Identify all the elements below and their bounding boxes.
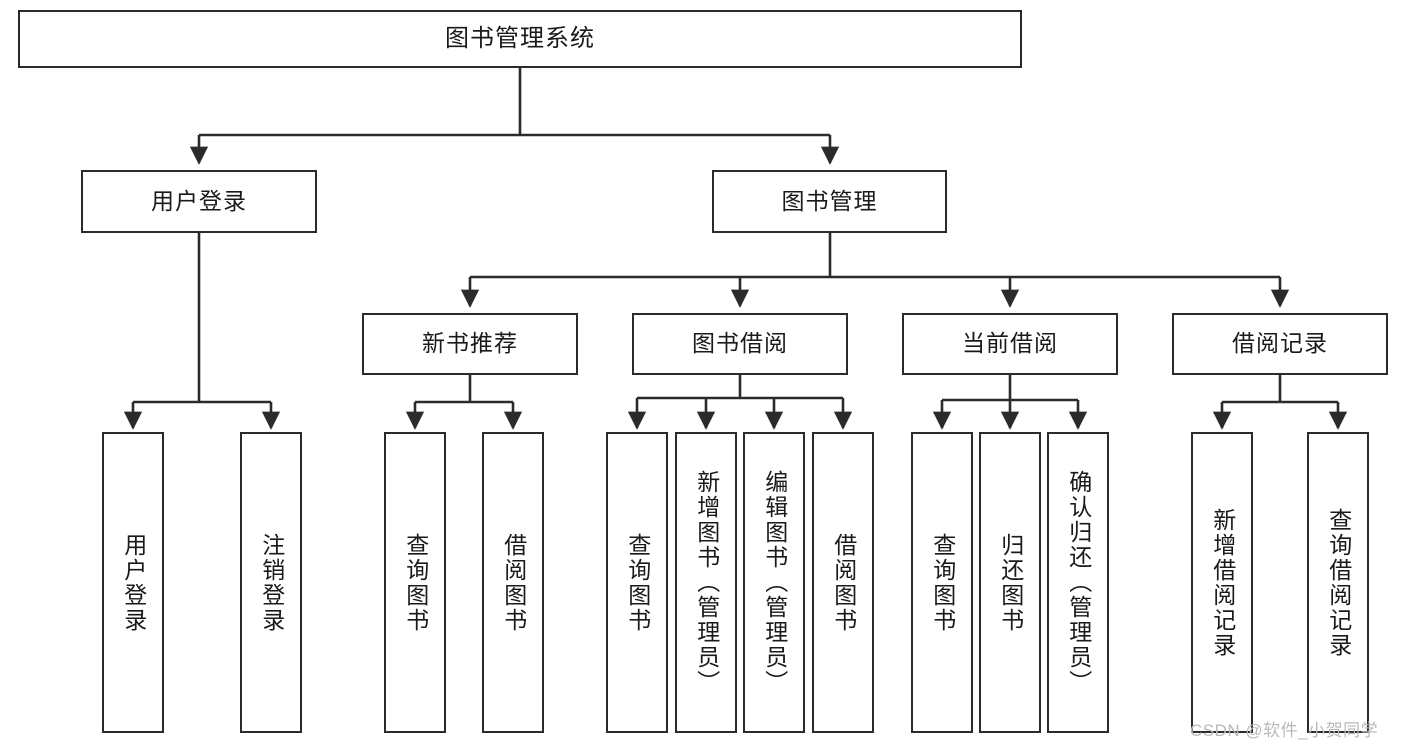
node-current-borrow-label: 当前借阅	[962, 330, 1058, 357]
node-leaf-confirm-return-admin[interactable]: 确认归还（管理员）	[1047, 432, 1109, 733]
node-borrow-record-label: 借阅记录	[1232, 330, 1328, 357]
node-leaf-query-book-current-label: 查询图书	[929, 532, 956, 633]
node-leaf-add-borrow-record-label: 新增借阅记录	[1209, 507, 1236, 658]
node-new-book-recommend-label: 新书推荐	[422, 330, 518, 357]
node-leaf-query-book-current[interactable]: 查询图书	[911, 432, 973, 733]
node-leaf-borrow-book-newbook[interactable]: 借阅图书	[482, 432, 544, 733]
node-book-management[interactable]: 图书管理	[712, 170, 947, 233]
node-leaf-user-login[interactable]: 用户登录	[102, 432, 164, 733]
csdn-watermark: CSDN @软件_小贺同学	[1190, 721, 1379, 740]
node-leaf-user-login-label: 用户登录	[120, 532, 147, 633]
node-leaf-query-book-borrow[interactable]: 查询图书	[606, 432, 668, 733]
node-leaf-query-borrow-record[interactable]: 查询借阅记录	[1307, 432, 1369, 733]
node-leaf-add-borrow-record[interactable]: 新增借阅记录	[1191, 432, 1253, 733]
node-leaf-query-borrow-record-label: 查询借阅记录	[1325, 507, 1352, 658]
node-user-login[interactable]: 用户登录	[81, 170, 317, 233]
node-leaf-return-book-label: 归还图书	[997, 532, 1024, 633]
node-book-borrow-label: 图书借阅	[692, 330, 788, 357]
node-book-borrow[interactable]: 图书借阅	[632, 313, 848, 375]
node-leaf-return-book[interactable]: 归还图书	[979, 432, 1041, 733]
node-leaf-borrow-book-borrow-label: 借阅图书	[830, 532, 857, 633]
node-leaf-logout-label: 注销登录	[258, 532, 285, 633]
node-leaf-query-book-borrow-label: 查询图书	[624, 532, 651, 633]
node-user-login-label: 用户登录	[151, 187, 247, 214]
node-book-management-label: 图书管理	[781, 187, 878, 214]
node-root-label: 图书管理系统	[445, 24, 595, 52]
node-root-book-management-system[interactable]: 图书管理系统	[18, 10, 1022, 68]
node-leaf-query-book-newbook-label: 查询图书	[402, 532, 429, 633]
node-leaf-edit-book-admin-label: 编辑图书（管理员）	[761, 470, 788, 695]
node-new-book-recommend[interactable]: 新书推荐	[362, 313, 578, 375]
node-current-borrow[interactable]: 当前借阅	[902, 313, 1118, 375]
node-leaf-edit-book-admin[interactable]: 编辑图书（管理员）	[743, 432, 805, 733]
node-leaf-borrow-book-borrow[interactable]: 借阅图书	[812, 432, 874, 733]
node-leaf-add-book-admin-label: 新增图书（管理员）	[693, 470, 720, 695]
node-leaf-confirm-return-admin-label: 确认归还（管理员）	[1065, 470, 1092, 695]
node-borrow-record[interactable]: 借阅记录	[1172, 313, 1388, 375]
node-leaf-borrow-book-newbook-label: 借阅图书	[500, 532, 527, 633]
node-leaf-add-book-admin[interactable]: 新增图书（管理员）	[675, 432, 737, 733]
node-leaf-logout[interactable]: 注销登录	[240, 432, 302, 733]
node-leaf-query-book-newbook[interactable]: 查询图书	[384, 432, 446, 733]
